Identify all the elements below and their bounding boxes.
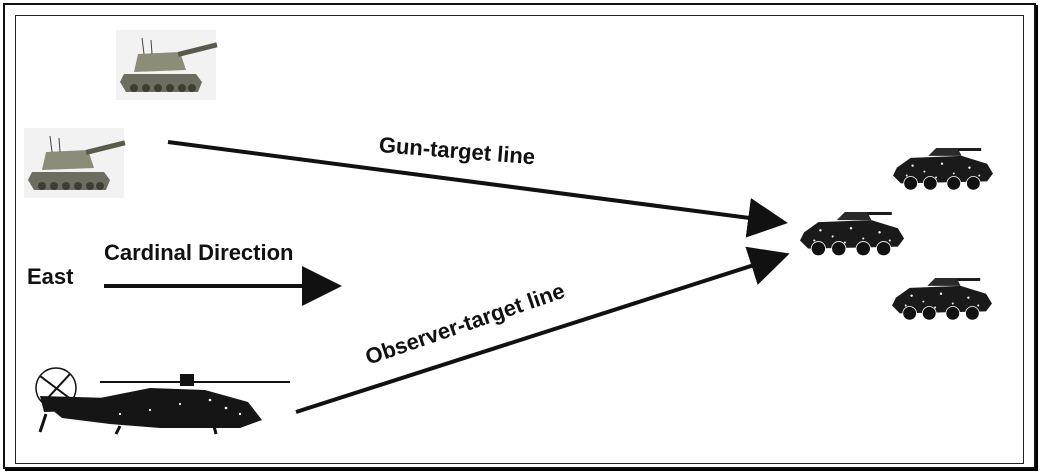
diagram-inner-border: [15, 15, 1024, 464]
east-label: East: [27, 264, 74, 289]
attack-helicopter-icon: [35, 367, 290, 435]
howitzer-left-icon: [23, 127, 127, 199]
armored-vehicle-top-icon: [892, 147, 994, 191]
armored-vehicle-bottom-icon: [891, 277, 993, 321]
gun-target-arrow: [167, 140, 788, 238]
howitzer-top-icon: [115, 29, 219, 101]
cardinal-direction-label: Cardinal Direction: [104, 240, 294, 265]
observer-target-arrow: [295, 246, 790, 414]
armored-vehicle-center-icon: [799, 211, 905, 257]
